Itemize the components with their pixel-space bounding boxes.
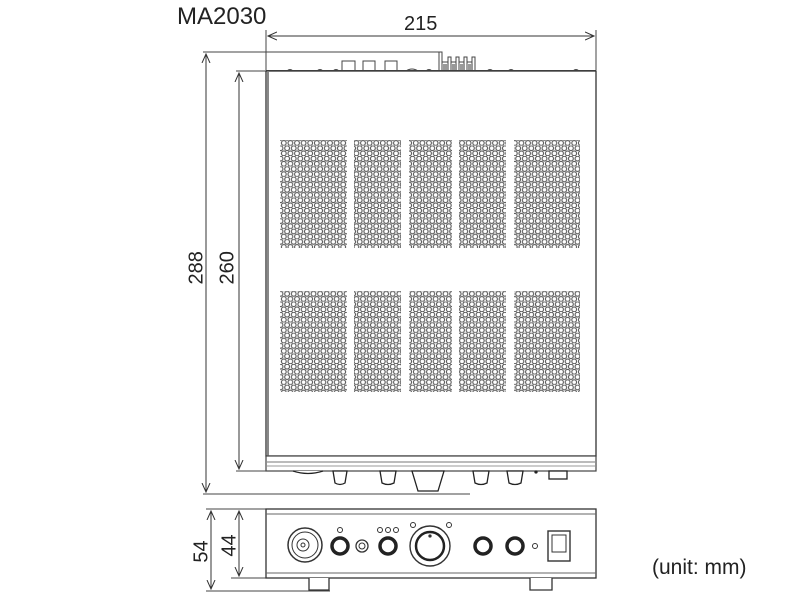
- width-dimension-line: [265, 30, 597, 70]
- width-dimension-label: 215: [404, 13, 438, 35]
- front-view: [265, 508, 597, 591]
- depth-body-dimension-line: [236, 70, 266, 472]
- height-dimension-lines: [206, 508, 330, 592]
- unit-note: (unit: mm): [652, 556, 747, 579]
- vent-grille-top-row: [280, 140, 580, 248]
- top-view: [265, 51, 597, 492]
- depth-overall-dimension-line: [203, 51, 470, 495]
- vent-grille-bottom-row: [280, 291, 580, 392]
- diagram-title: MA2030: [177, 3, 267, 30]
